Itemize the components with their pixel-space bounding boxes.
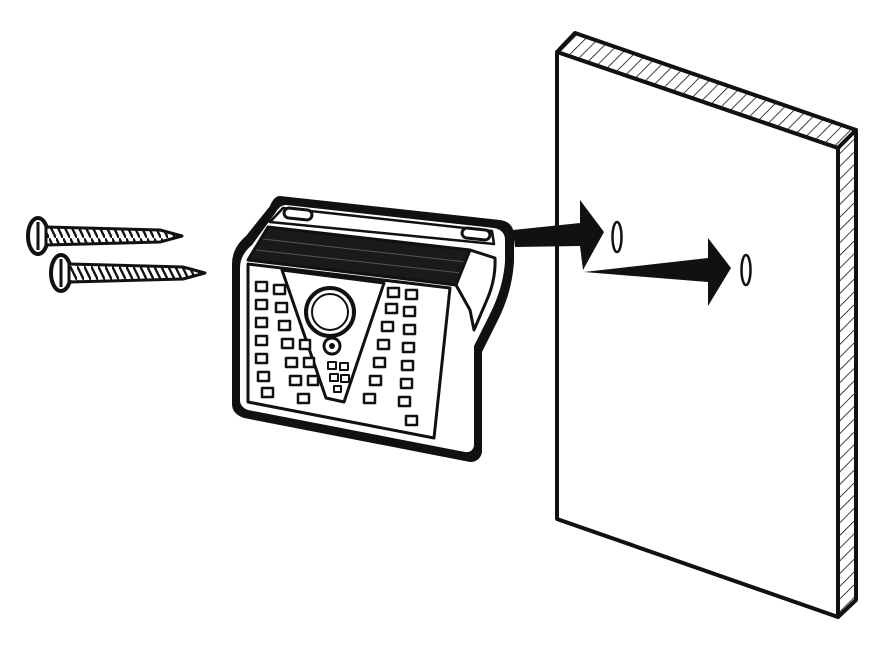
- arrow-right-icon: [513, 200, 604, 270]
- led-grid-left: [254, 280, 320, 405]
- wall: [555, 31, 858, 619]
- screw-icon: [26, 216, 184, 256]
- mounting-hole-upper: [611, 220, 623, 254]
- arrow-right-icon: [584, 238, 731, 306]
- screw-icon: [49, 253, 207, 293]
- solar-motion-light-icon: [232, 196, 514, 462]
- mount-slot-left: [282, 206, 314, 222]
- mount-slot-right: [460, 226, 492, 242]
- led-grid-center: [327, 361, 350, 393]
- wall-side-edge: [836, 128, 858, 619]
- led-grid-right: [362, 286, 419, 427]
- wall-face: [555, 50, 840, 619]
- mounting-hole-lower: [740, 253, 752, 287]
